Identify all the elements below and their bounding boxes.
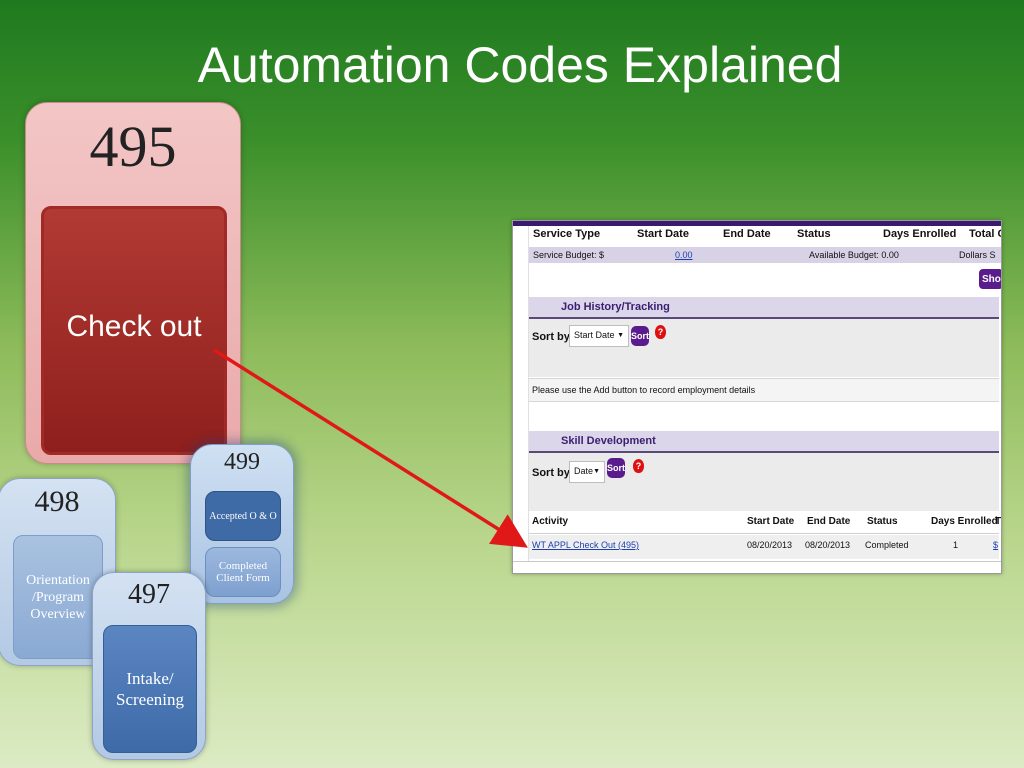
header-service-type: Service Type	[533, 228, 601, 240]
card-497: 497 Intake/ Screening	[92, 572, 206, 760]
row-days-enrolled: 1	[953, 540, 959, 550]
card-499-item-completed-line1: Completed	[218, 560, 268, 572]
card-498-code: 498	[34, 485, 80, 518]
service-budget-value-link[interactable]: 0.00	[675, 250, 693, 260]
budget-row: Service Budget: $ 0.00 Available Budget:…	[529, 247, 1001, 263]
row-end-date: 08/20/2013	[805, 540, 851, 550]
chevron-down-icon: ▼	[617, 332, 624, 339]
job-history-sort-label: Sort by:	[532, 331, 574, 343]
card-497-line2: Screening	[116, 690, 184, 709]
help-icon[interactable]: ?	[655, 325, 666, 339]
skill-development-sort-select[interactable]: Date ▼	[569, 461, 605, 483]
card-499-item-completed: Completed Client Form	[205, 547, 281, 597]
card-499-item-completed-line2: Client Form	[216, 572, 270, 584]
skill-development-header: Skill Development	[529, 431, 999, 453]
panel-top-bar	[513, 221, 1001, 226]
card-495-label: Check out	[41, 206, 227, 455]
activity-link[interactable]: WT APPL Check Out (495)	[532, 540, 640, 550]
card-499: 499 Accepted O & O Completed Client Form	[190, 444, 294, 604]
col-start-date: Start Date	[747, 516, 795, 527]
job-history-title: Job History/Tracking	[561, 301, 670, 313]
row-status: Completed	[865, 540, 909, 550]
employment-note-text: Please use the Add button to record empl…	[532, 385, 756, 395]
slide-title: Automation Codes Explained	[197, 37, 843, 93]
card-499-code: 499	[224, 449, 260, 475]
card-495-code: 495	[89, 114, 177, 179]
card-498-line1: Orientation	[26, 572, 90, 588]
card-497-code: 497	[128, 579, 170, 610]
row-total-link[interactable]: $	[993, 540, 999, 550]
service-budget-label: Service Budget: $	[533, 250, 605, 260]
card-498-label: Orientation /Program Overview	[13, 535, 103, 659]
activity-table-header: Activity Start Date End Date Status Days…	[529, 511, 1002, 534]
card-498-line3: Overview	[30, 606, 86, 622]
show-button[interactable]: Show	[979, 269, 1001, 289]
col-activity: Activity	[532, 516, 569, 527]
available-budget: Available Budget: 0.00	[809, 250, 899, 260]
panel-bottom-bar	[513, 561, 1001, 573]
job-history-sort-value: Start Date	[574, 330, 615, 340]
col-total: T	[995, 516, 1002, 527]
card-498-line2: /Program	[31, 589, 85, 605]
skill-development-sort-button[interactable]: Sort	[607, 458, 625, 478]
employment-note: Please use the Add button to record empl…	[529, 378, 999, 402]
col-days-enrolled: Days Enrolled	[931, 516, 998, 527]
skill-development-title: Skill Development	[561, 435, 656, 447]
card-497-label: Intake/ Screening	[103, 625, 197, 753]
card-498: 498 Orientation /Program Overview	[0, 478, 116, 666]
panel-left-column	[513, 226, 529, 573]
service-header-row: Service Type Start Date End Date Status …	[529, 226, 1001, 242]
header-days-enrolled: Days Enrolled	[883, 228, 957, 240]
col-end-date: End Date	[807, 516, 851, 527]
header-start-date: Start Date	[637, 228, 689, 240]
skill-development-sort-value: Date	[574, 466, 594, 476]
screenshot-panel: Service Type Start Date End Date Status …	[512, 220, 1002, 574]
dollars-label: Dollars S	[959, 250, 996, 260]
help-icon[interactable]: ?	[633, 459, 644, 473]
chevron-down-icon: ▼	[593, 468, 600, 475]
job-history-sort-select[interactable]: Start Date ▼	[569, 325, 629, 347]
card-495: 495 Check out	[25, 102, 241, 464]
header-total-cost: Total Co	[969, 228, 1001, 240]
job-history-header: Job History/Tracking	[529, 297, 999, 319]
job-history-sort-button[interactable]: Sort	[631, 326, 649, 346]
row-start-date: 08/20/2013	[747, 540, 793, 550]
col-status: Status	[867, 516, 898, 527]
header-status: Status	[797, 228, 831, 240]
skill-development-sort-label: Sort by:	[532, 467, 574, 479]
table-row: WT APPL Check Out (495) 08/20/2013 08/20…	[529, 535, 999, 559]
card-499-item-accepted: Accepted O & O	[205, 491, 281, 541]
header-end-date: End Date	[723, 228, 771, 240]
card-497-line1: Intake/	[126, 669, 174, 688]
